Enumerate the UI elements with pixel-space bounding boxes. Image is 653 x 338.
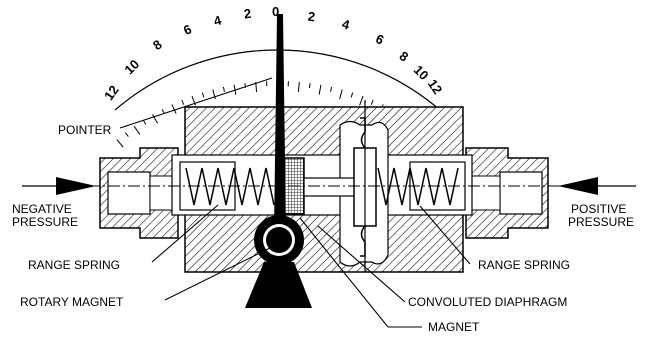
label-positive-pressure-line1: POSITIVE <box>571 202 626 216</box>
dial-tick <box>181 99 185 105</box>
tick-label-right-8: 8 <box>397 48 412 64</box>
dial-tick <box>152 114 158 124</box>
tick-label-right-6: 6 <box>373 31 386 48</box>
label-convoluted-diaphragm: CONVOLUTED DIAPHRAGM <box>408 295 567 309</box>
dial-tick <box>142 119 147 125</box>
dial-tick <box>171 104 177 114</box>
rotary-magnet <box>245 215 312 308</box>
pointer-leader <box>119 77 273 129</box>
tick-label-center-0: 0 <box>272 4 279 19</box>
dial-tick <box>350 92 354 98</box>
dial-tick <box>133 125 141 135</box>
dial-tick <box>359 95 364 106</box>
label-negative-pressure-line2: PRESSURE <box>12 215 78 229</box>
tick-label-right-10: 10 <box>411 62 432 83</box>
positive-pressure-arrow <box>558 177 636 195</box>
convoluted-diaphragm-leader <box>317 225 406 303</box>
dial: 12 10 8 6 4 2 0 2 4 6 8 10 12 <box>101 4 446 148</box>
tick-label-left-4: 4 <box>212 12 224 29</box>
dial-tick <box>222 86 225 92</box>
label-range-spring-left: RANGE SPRING <box>28 258 120 272</box>
range-spring-left-leader <box>151 204 219 263</box>
tick-label-right-2: 2 <box>307 9 316 25</box>
tick-label-left-8: 8 <box>150 37 165 53</box>
tick-label-left-12: 12 <box>101 83 122 103</box>
rotary-magnet-leader <box>164 247 271 301</box>
tick-label-left-6: 6 <box>181 21 194 38</box>
tick-label-left-2: 2 <box>243 6 252 22</box>
dial-tick <box>297 81 300 92</box>
label-rotary-magnet: ROTARY MAGNET <box>20 295 124 309</box>
shaft <box>303 177 357 197</box>
negative-pressure-arrow <box>22 177 96 195</box>
label-positive-pressure-line2: PRESSURE <box>568 215 634 229</box>
dial-tick <box>308 83 311 89</box>
dial-tick <box>161 109 165 114</box>
range-spring-right-leader <box>419 205 471 265</box>
dial-tick <box>212 89 216 100</box>
dial-tick <box>318 84 322 95</box>
tick-label-right-12: 12 <box>425 76 446 96</box>
left-fitting <box>99 147 179 239</box>
dial-tick <box>124 132 129 137</box>
label-magnet: MAGNET <box>428 320 480 334</box>
magnet-leader <box>299 217 422 328</box>
dial-tick <box>116 139 124 148</box>
label-range-spring-right: RANGE SPRING <box>478 258 570 272</box>
dial-tick <box>370 99 374 105</box>
dial-tick <box>201 92 205 98</box>
tick-label-right-4: 4 <box>340 16 352 33</box>
dial-tick <box>330 86 333 92</box>
label-negative-pressure-line1: NEGATIVE <box>12 202 72 216</box>
tick-label-left-10: 10 <box>121 56 142 77</box>
dial-tick <box>339 89 343 100</box>
right-fitting <box>465 147 549 239</box>
label-pointer: POINTER <box>58 123 112 137</box>
